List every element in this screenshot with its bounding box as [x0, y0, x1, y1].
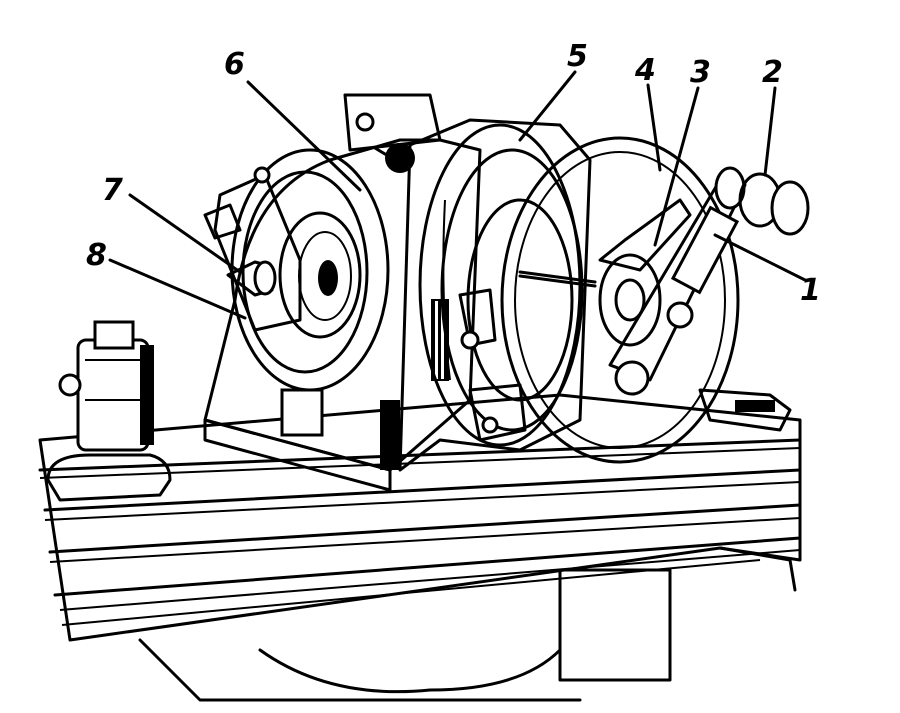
label-1: 1 [800, 273, 821, 308]
crank-knob [714, 166, 810, 236]
leader-5 [518, 70, 577, 142]
labels: 1 2 3 4 5 6 7 8 [86, 39, 821, 308]
spindle-housing [203, 93, 482, 492]
leader-8 [108, 258, 247, 320]
leader-lines [108, 70, 807, 320]
leader-1 [713, 233, 807, 282]
leader-3 [653, 86, 700, 247]
leader-4 [646, 83, 662, 172]
table-clamp [698, 388, 792, 432]
label-3: 3 [690, 55, 711, 90]
sector-arms [598, 198, 692, 347]
label-2: 2 [762, 55, 783, 90]
front-chuck [203, 148, 390, 392]
tailstock [46, 320, 172, 502]
label-7: 7 [102, 173, 123, 208]
main-body [398, 118, 592, 472]
label-8: 8 [86, 238, 107, 273]
leader-2 [763, 86, 777, 177]
label-5: 5 [567, 39, 588, 74]
leader-7 [128, 193, 242, 274]
leader-6 [246, 80, 362, 192]
machine-table [38, 393, 802, 702]
label-6: 6 [224, 47, 245, 82]
label-4: 4 [634, 53, 656, 88]
index-plate [500, 136, 740, 464]
center-point [226, 260, 277, 297]
